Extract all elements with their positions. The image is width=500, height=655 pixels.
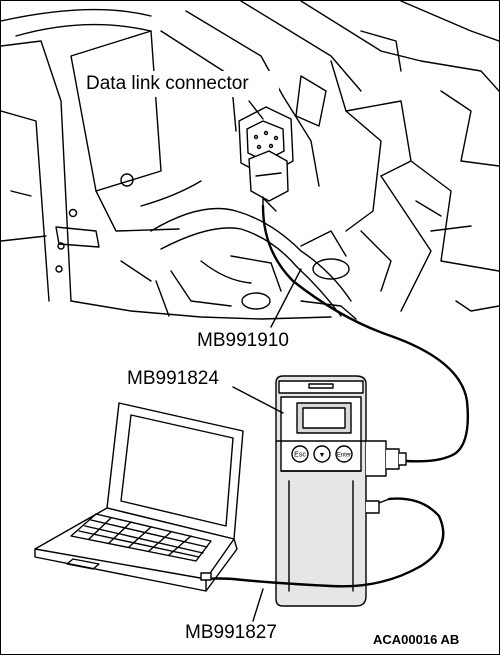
esc-key-label: Esc — [294, 452, 306, 459]
mb991824-label: MB991824 — [127, 368, 219, 389]
data-link-connector-label: Data link connector — [83, 73, 252, 94]
esc-key — [291, 445, 309, 463]
mb991827-cable — [204, 497, 445, 588]
mb991910-leader-line — [270, 268, 302, 328]
down-key — [313, 445, 331, 463]
enter-key — [335, 445, 353, 463]
down-key-label: ▼ — [319, 452, 326, 459]
data-link-connector — [238, 106, 294, 207]
mb991824-leader-line — [232, 386, 284, 414]
mb991910-cable — [261, 204, 470, 463]
mb991910-label: MB991910 — [197, 330, 289, 351]
laptop — [34, 402, 244, 592]
enter-key-label: Enter — [337, 453, 351, 459]
mb991827-leader-line — [252, 588, 264, 622]
mb991824-tester: Esc ▼ Enter — [275, 375, 407, 607]
figure-code: ACA00016 AB — [373, 632, 460, 647]
mb991827-label: MB991827 — [185, 622, 277, 643]
connector-leader-line — [248, 100, 264, 120]
